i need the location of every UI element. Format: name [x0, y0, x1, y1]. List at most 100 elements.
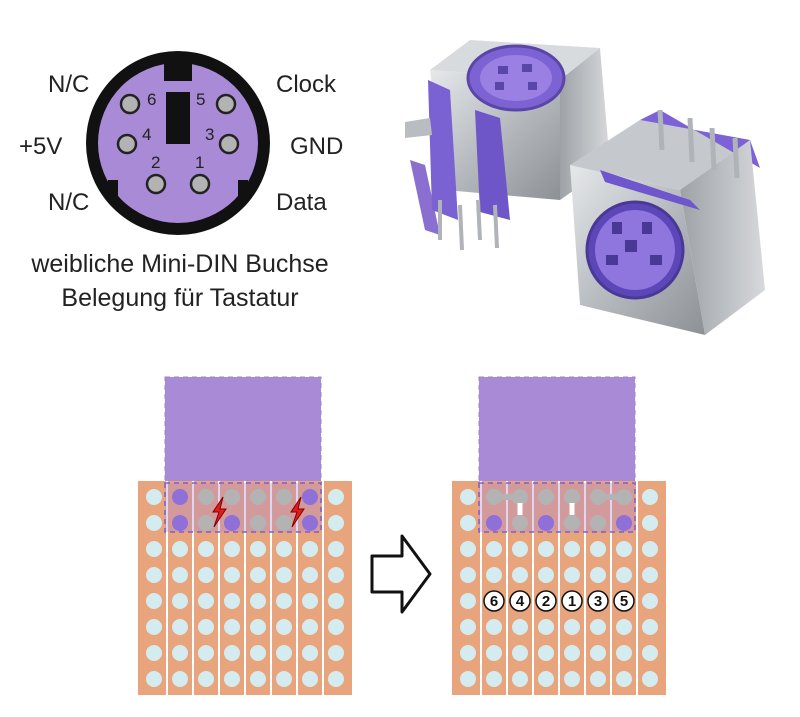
board-hole — [642, 567, 658, 583]
board-hole — [224, 671, 240, 687]
board-hole — [146, 489, 162, 505]
board-hole — [616, 645, 632, 661]
board-hole — [590, 619, 606, 635]
board-hole — [198, 645, 214, 661]
board-hole — [564, 541, 580, 557]
board-hole — [564, 515, 580, 531]
board-hole — [302, 541, 318, 557]
pin-6-number: 6 — [147, 90, 156, 109]
board-hole — [512, 541, 528, 557]
board-hole — [642, 645, 658, 661]
board-hole — [198, 515, 214, 531]
board-hole — [642, 593, 658, 609]
board-hole — [328, 489, 344, 505]
board-hole — [460, 541, 476, 557]
after-socket-outline — [478, 376, 636, 485]
board-hole — [590, 567, 606, 583]
board-hole — [146, 619, 162, 635]
pin-number-badge — [535, 590, 557, 612]
board-hole — [302, 567, 318, 583]
board-hole — [198, 593, 214, 609]
board-hole — [146, 515, 162, 531]
board-hole — [172, 567, 188, 583]
board-hole — [460, 515, 476, 531]
socket-top-notch — [164, 59, 192, 81]
board-hole — [564, 489, 580, 505]
board-hole — [590, 671, 606, 687]
board-hole — [302, 671, 318, 687]
socket-front — [570, 109, 765, 335]
pin-4-dot — [116, 133, 138, 155]
pin-2-label: N/C — [48, 189, 89, 216]
board-hole — [538, 567, 554, 583]
board-hole — [642, 515, 658, 531]
solder-bridge — [494, 494, 520, 500]
board-hole — [538, 515, 554, 531]
board-hole — [276, 619, 292, 635]
board-hole — [460, 593, 476, 609]
board-hole — [486, 645, 502, 661]
board-hole — [276, 567, 292, 583]
board-hole — [616, 515, 632, 531]
pin-6-label: N/C — [48, 71, 89, 98]
board-hole — [250, 671, 266, 687]
board-hole — [302, 593, 318, 609]
board-hole — [460, 619, 476, 635]
board-hole — [224, 541, 240, 557]
board-hole — [276, 593, 292, 609]
board-hole — [460, 489, 476, 505]
board-hole — [198, 671, 214, 687]
board-hole — [486, 619, 502, 635]
board-hole — [590, 515, 606, 531]
board-hole — [250, 645, 266, 661]
after-socket-footprint — [478, 482, 636, 533]
pin-1-label: Data — [276, 189, 327, 216]
pin-4-number: 4 — [142, 125, 151, 144]
board-hole — [328, 567, 344, 583]
board-hole — [616, 541, 632, 557]
board-hole — [302, 515, 318, 531]
board-hole — [538, 619, 554, 635]
pin-2-number: 2 — [151, 153, 160, 172]
socket-left-notch — [108, 180, 118, 198]
board-hole — [328, 645, 344, 661]
board-hole — [538, 671, 554, 687]
board-hole — [328, 593, 344, 609]
board-hole — [146, 645, 162, 661]
board-hole — [276, 489, 292, 505]
board-hole — [146, 541, 162, 557]
board-hole — [590, 541, 606, 557]
board-hole — [276, 515, 292, 531]
right-arrow-icon — [370, 534, 432, 614]
board-hole — [328, 515, 344, 531]
board-hole — [512, 515, 528, 531]
pin-5-label: Clock — [276, 71, 337, 98]
caption-line-1: weibliche Mini-DIN Buchse — [30, 250, 328, 278]
board-hole — [486, 671, 502, 687]
board-hole — [512, 567, 528, 583]
pin-1-number: 1 — [195, 153, 204, 172]
board-hole — [538, 645, 554, 661]
board-hole — [328, 671, 344, 687]
board-hole — [276, 645, 292, 661]
pin-number-badge-label: 1 — [568, 593, 576, 610]
board-hole — [250, 619, 266, 635]
pin-number-badge-label: 5 — [620, 593, 628, 610]
pin-number-badge — [587, 590, 609, 612]
lightning-icon — [290, 496, 305, 528]
board-hole — [276, 541, 292, 557]
board-hole — [616, 567, 632, 583]
pin-number-badge — [483, 590, 505, 612]
board-hole — [146, 593, 162, 609]
board-hole — [642, 489, 658, 505]
board-hole — [486, 567, 502, 583]
minidin-pinout-diagram: 6 5 4 3 2 1 N/C Clock +5V GND N/C Data w… — [19, 51, 343, 312]
board-hole — [486, 515, 502, 531]
pin-number-badge-label: 3 — [594, 593, 602, 610]
board-hole — [198, 619, 214, 635]
board-hole — [172, 645, 188, 661]
board-hole — [328, 619, 344, 635]
board-hole — [328, 541, 344, 557]
board-hole — [250, 489, 266, 505]
